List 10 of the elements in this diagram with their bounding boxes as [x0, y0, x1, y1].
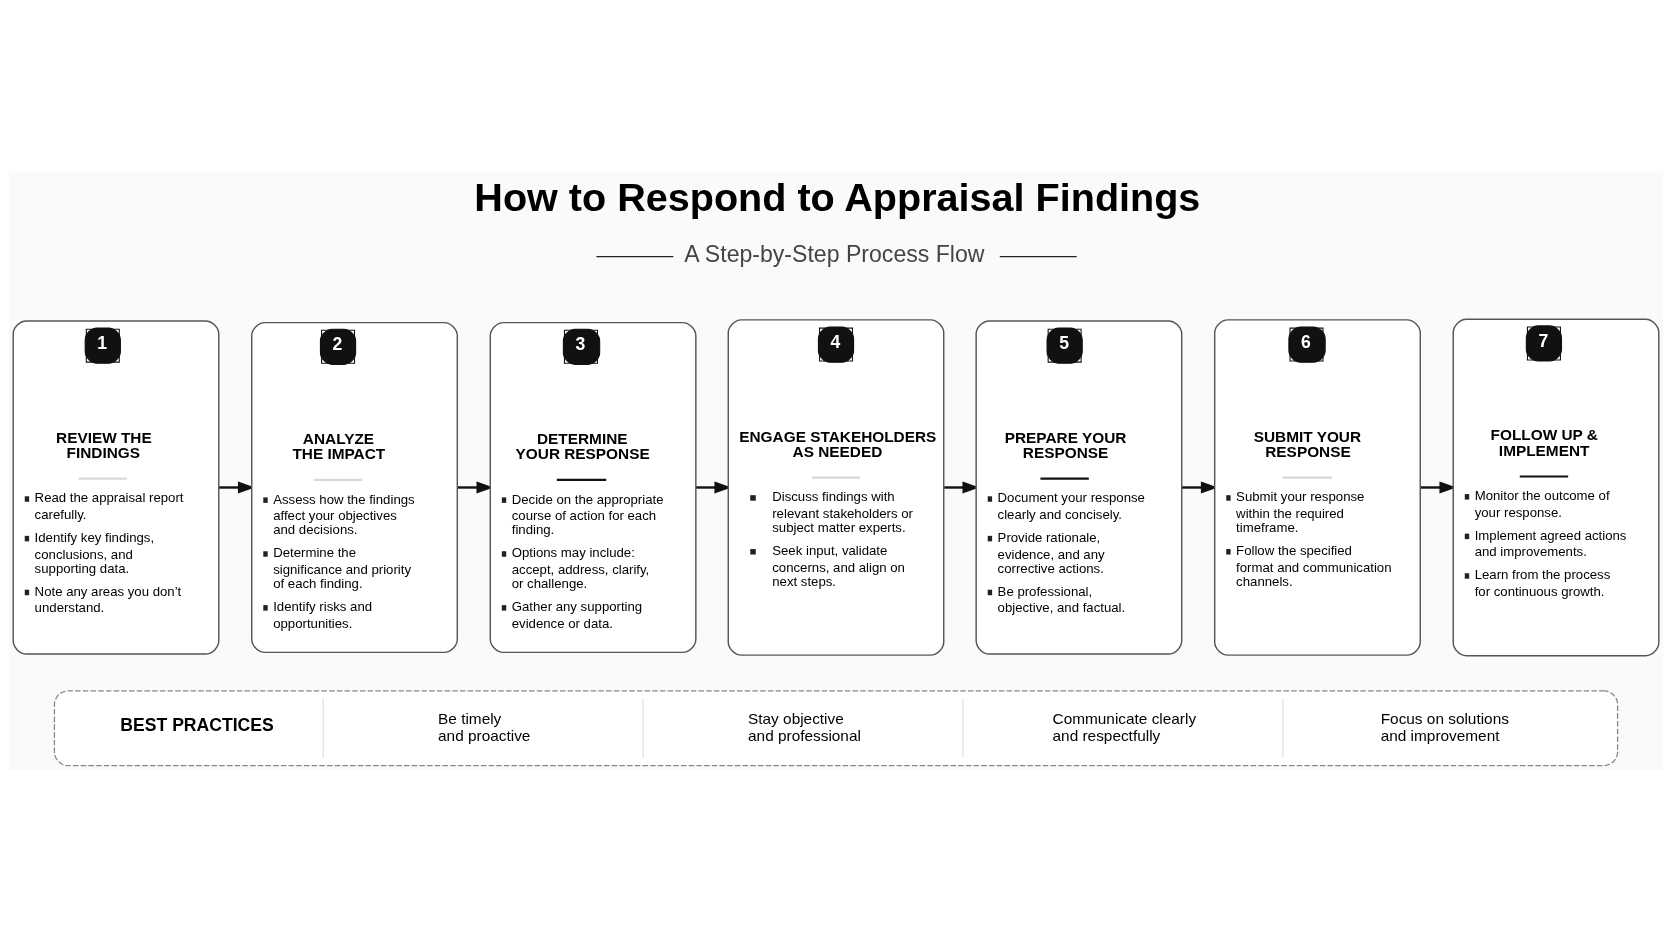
node-box: 2 ANALYZE THE IMPACT Assess how the findings affect your objectives and decisions. Determine the significance and priority of each finding. Identify risks and opportunities.: [251, 321, 458, 653]
node-box: 6 SUBMIT YOUR RESPONSE Submit your response within the required timeframe. Follow the specified format and communication channels.: [1214, 318, 1421, 656]
node-box: 4 ENGAGE STAKEHOLDERS AS NEEDED Discuss findings with relevant stakeholders or subject matter experts. Seek input, validate concerns, and align on next steps.: [727, 318, 945, 656]
node-box: 7 FOLLOW UP & IMPLEMENT Monitor the outcome of your response. Implement agreed actions and improvements. Learn from the process for continuous growth.: [1452, 318, 1660, 656]
node-box: 5 PREPARE YOUR RESPONSE Document your response clearly and concisely. Provide rationale, evidence, and any corrective actions. Be professional, objective, and factual.: [975, 319, 1183, 655]
label: A Step-by-Step Process Flow: [684, 240, 985, 267]
diagram-title: How to Respond to Appraisal Findings: [474, 174, 1201, 219]
node-box: BEST PRACTICES Be timely and proactive Stay objective and professional Communicate clearly and respectfully Focus on solutions and improvement: [53, 689, 1619, 766]
node-box: 3 DETERMINE YOUR RESPONSE Decide on the appropriate course of action for each finding. Options may include: accept, address, clarify, or challenge. Gather any supporting evidence or data.: [489, 321, 697, 653]
node-box: 1 REVIEW THE FINDINGS Read the appraisal report carefully. Identify key findings, conclusions, and supporting data. Note any areas you don’t understand.: [12, 319, 220, 655]
